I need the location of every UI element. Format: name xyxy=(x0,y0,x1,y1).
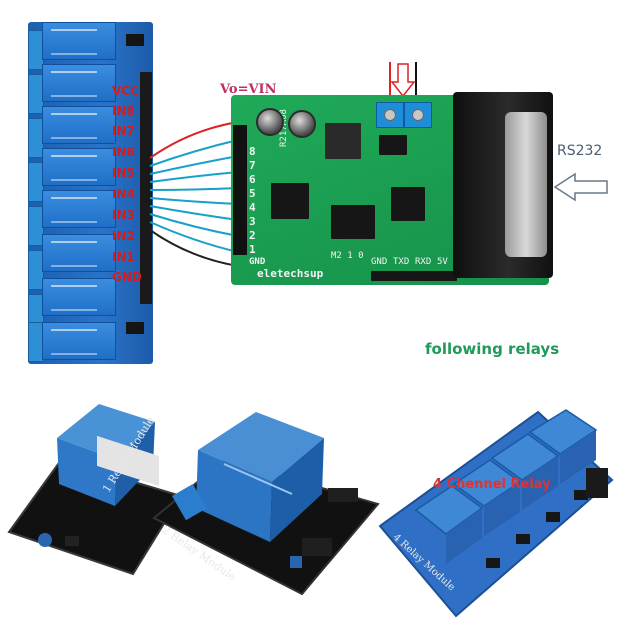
rs232-transceiver-ic xyxy=(391,187,425,221)
microcontroller-ic xyxy=(331,205,375,239)
uart-pin-rxd: RXD xyxy=(415,257,432,267)
pin-label-in1: IN1 xyxy=(112,250,135,264)
pin-number: 3 xyxy=(249,215,256,228)
following-relays-caption: following relays xyxy=(425,340,560,358)
pin-number: 4 xyxy=(249,201,256,214)
uart-pin-5v: 5V xyxy=(437,257,448,267)
db9-serial-connector xyxy=(453,92,553,278)
smd-component xyxy=(379,135,407,155)
relay-cube xyxy=(42,22,116,60)
output-pin-header xyxy=(233,125,247,255)
capacitor xyxy=(288,110,316,138)
two-relay-module xyxy=(152,412,380,596)
pin-label-gnd: GND xyxy=(112,270,142,284)
pin-label-in3: IN3 xyxy=(112,208,135,222)
relay-cube xyxy=(42,106,116,144)
rs232-label: RS232 xyxy=(557,143,603,159)
relay-cube xyxy=(42,322,116,360)
pin-label-vcc: VCC xyxy=(112,84,139,98)
relay-cube xyxy=(42,148,116,186)
input-pin-header xyxy=(140,72,152,304)
uart-header xyxy=(371,271,457,281)
left-arrow-icon xyxy=(553,172,608,202)
mode-silk: M2 1 0 xyxy=(331,251,364,261)
capacitor xyxy=(256,108,284,136)
pin-label-in4: IN4 xyxy=(112,187,135,201)
driver-ic xyxy=(271,183,309,219)
power-terminal xyxy=(404,102,432,128)
pin-label-in6: IN6 xyxy=(112,145,135,159)
four-relay-module xyxy=(378,409,614,618)
pin-label-in5: IN5 xyxy=(112,166,135,180)
brand-label: eletechsup xyxy=(257,267,324,280)
optocoupler xyxy=(126,322,144,334)
relay-cube xyxy=(42,278,116,316)
four-channel-overlay: 4 Chennel Relay xyxy=(433,477,551,492)
relay-cube xyxy=(42,234,116,272)
one-relay-module xyxy=(7,404,183,576)
relay-cube xyxy=(42,190,116,228)
pin-number: 8 xyxy=(249,145,256,158)
optocoupler xyxy=(126,34,144,46)
pin-number: 6 xyxy=(249,173,256,186)
relay-cube xyxy=(42,64,116,102)
pin-number: 5 xyxy=(249,187,256,200)
pin-label-in2: IN2 xyxy=(112,229,135,243)
pin-number-gnd: GND xyxy=(249,257,266,267)
vout-label: Vo=VIN xyxy=(220,82,277,97)
pin-number: 1 xyxy=(249,243,256,256)
voltage-regulator xyxy=(325,123,361,159)
power-terminal xyxy=(376,102,404,128)
eight-channel-relay-board xyxy=(28,22,153,364)
pin-number: 7 xyxy=(249,159,256,172)
uart-pin-gnd: GND xyxy=(371,257,388,267)
pin-label-in8: IN8 xyxy=(112,104,135,118)
pin-label-in7: IN7 xyxy=(112,124,135,138)
connector-shell xyxy=(505,112,547,257)
pin-number: 2 xyxy=(249,229,256,242)
uart-pin-txd: TXD xyxy=(393,257,410,267)
